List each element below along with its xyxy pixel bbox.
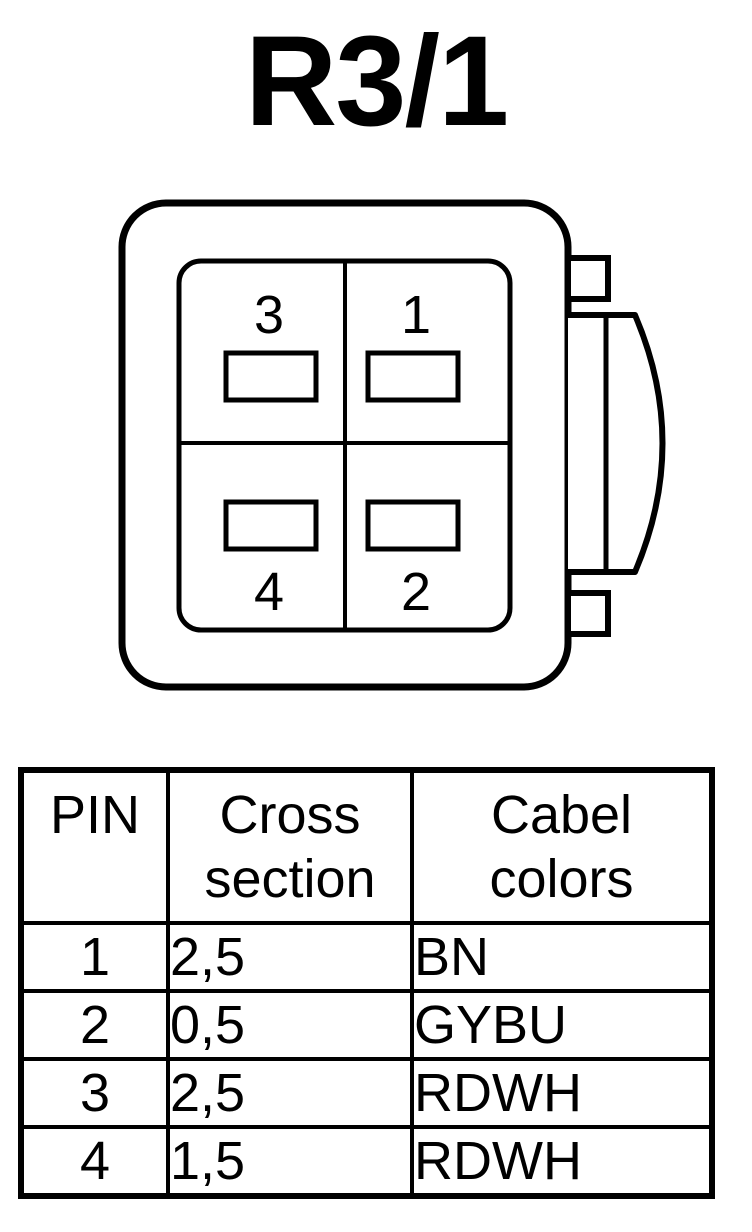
- pin-slot-3: [223, 350, 319, 403]
- cable-color-value: RDWH: [410, 1125, 714, 1198]
- pin-slot-2: [365, 499, 461, 552]
- header-pin-label: PIN: [49, 785, 141, 845]
- latch: [568, 312, 666, 575]
- cross-section-value: 2,5: [166, 921, 414, 993]
- connector-diagram: 3 1 4 2: [118, 199, 666, 691]
- table-row: 4 1,5 RDWH: [19, 1125, 714, 1198]
- pin-assignment-table: PIN Cross section Cabel colors 1 2,5 BN …: [18, 767, 715, 1199]
- header-pin: PIN: [19, 768, 170, 925]
- pin-label-top-left: 3: [254, 285, 284, 345]
- connector-title: R3/1: [244, 10, 509, 153]
- table-row: 1 2,5 BN: [19, 921, 714, 993]
- pin-number: 1: [19, 921, 170, 993]
- header-cross-section: Cross section: [166, 768, 414, 925]
- pin-number: 2: [19, 989, 170, 1061]
- pin-number: 3: [19, 1057, 170, 1129]
- upper-side-tab: [565, 255, 611, 302]
- pin-slot-1: [365, 350, 461, 403]
- header-cross-section-line2: section: [204, 849, 376, 909]
- pin-slot-4: [223, 499, 319, 552]
- cable-color-value: GYBU: [410, 989, 714, 1061]
- cross-section-value: 2,5: [166, 1057, 414, 1129]
- table-row: 3 2,5 RDWH: [19, 1057, 714, 1129]
- header-cable-colors: Cabel colors: [410, 768, 714, 925]
- pin-label-top-right: 1: [401, 285, 431, 345]
- pin-label-bottom-right: 2: [401, 562, 431, 622]
- header-cable-colors-line1: Cabel: [490, 785, 633, 845]
- cable-color-value: BN: [410, 921, 714, 993]
- cross-section-value: 1,5: [166, 1125, 414, 1198]
- table-header-row: PIN Cross section Cabel colors: [19, 768, 714, 925]
- header-cable-colors-line2: colors: [489, 849, 634, 909]
- cable-color-value: RDWH: [410, 1057, 714, 1129]
- table-row: 2 0,5 GYBU: [19, 989, 714, 1061]
- pin-number: 4: [19, 1125, 170, 1198]
- header-cross-section-line1: Cross: [219, 785, 361, 845]
- lower-side-tab: [565, 590, 611, 637]
- pin-label-bottom-left: 4: [254, 562, 284, 622]
- cross-section-value: 0,5: [166, 989, 414, 1061]
